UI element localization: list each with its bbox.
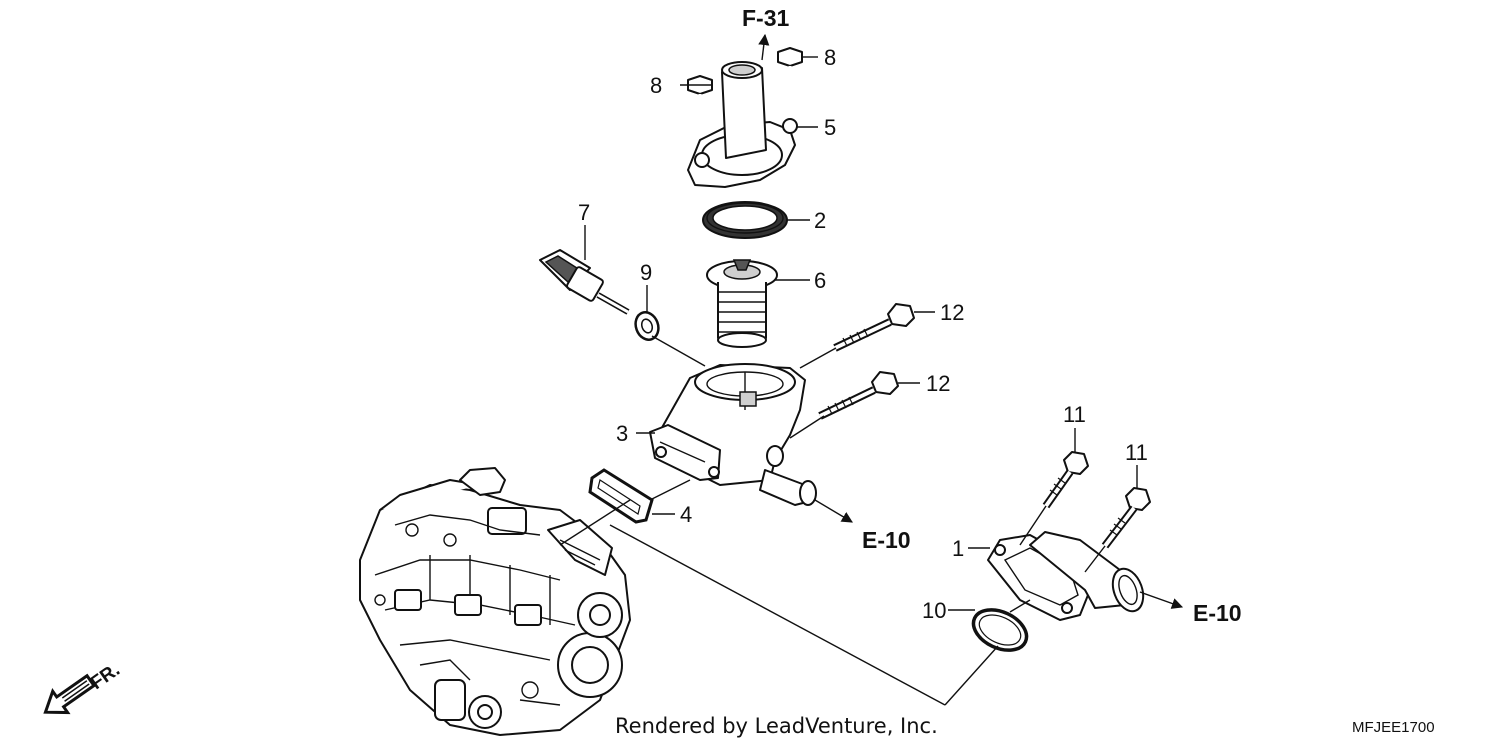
- callout-12-upper: 12: [940, 300, 964, 325]
- joint-o-ring: [971, 608, 1029, 652]
- front-direction-indicator: FR.: [43, 659, 124, 715]
- callout-9: 9: [640, 260, 652, 285]
- callout-1: 1: [952, 536, 964, 561]
- callout-2: 2: [814, 208, 826, 233]
- thermostat: [706, 259, 778, 348]
- assembly-lines: [559, 33, 1184, 706]
- reference-labels: F-31 E-10 E-10: [742, 5, 1242, 626]
- bolt-8-right: [777, 47, 803, 102]
- callout-6: 6: [814, 268, 826, 293]
- callout-7: 7: [578, 200, 590, 225]
- front-label: FR.: [87, 659, 124, 694]
- bolt-11-left: [1042, 451, 1089, 509]
- callout-8-right: 8: [824, 45, 836, 70]
- bolt-11-right: [1101, 487, 1151, 549]
- thermostat-cover: [687, 61, 798, 188]
- bolt-12-lower: [818, 371, 899, 420]
- callout-4: 4: [680, 502, 692, 527]
- seal-ring: [702, 201, 788, 239]
- callout-3: 3: [616, 421, 628, 446]
- callout-labels: 1 2 3 4 5 6 7 8 8 9 10 11 11 12 12: [578, 45, 1148, 623]
- callout-11-right: 11: [1125, 440, 1148, 465]
- callout-5: 5: [824, 115, 836, 140]
- water-outlet-joint: [987, 531, 1145, 621]
- diagram-code: MFJEE1700: [1352, 719, 1435, 736]
- ref-e10-joint: E-10: [1193, 600, 1242, 626]
- sensor-washer: [634, 311, 660, 341]
- render-credit: Rendered by LeadVenture, Inc.: [615, 714, 938, 738]
- callout-8-left: 8: [650, 73, 662, 98]
- engine-assembly: [359, 467, 631, 736]
- front-arrow-icon: [43, 673, 97, 715]
- callout-11-left: 11: [1063, 402, 1086, 427]
- housing-o-ring: [588, 468, 654, 524]
- temperature-sensor: [539, 249, 630, 315]
- bolt-12-upper: [833, 303, 915, 352]
- thermostat-housing: [649, 363, 817, 506]
- callout-10: 10: [922, 598, 946, 623]
- ref-e10-housing: E-10: [862, 527, 911, 553]
- bolt-8-left: [687, 75, 713, 130]
- ref-f31: F-31: [742, 5, 790, 31]
- callout-12-lower: 12: [926, 371, 950, 396]
